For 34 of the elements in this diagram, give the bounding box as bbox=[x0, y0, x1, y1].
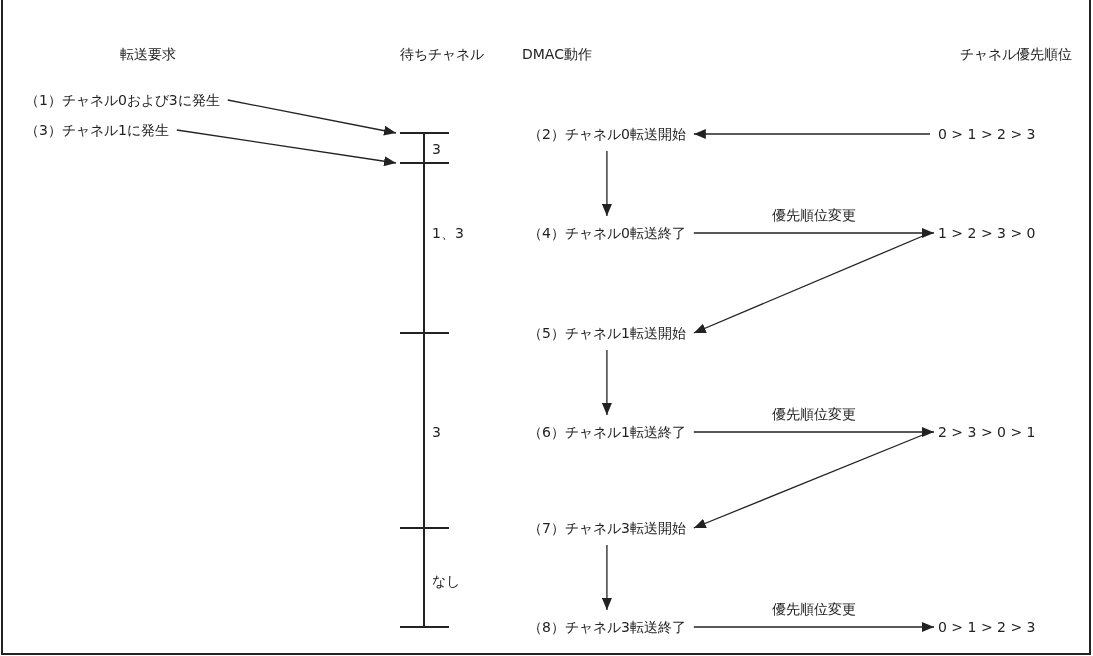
arrow bbox=[693, 622, 935, 632]
tick-mark bbox=[400, 162, 449, 164]
channel-text: なし bbox=[432, 572, 460, 590]
step-text: 0 > 1 > 2 > 3 bbox=[938, 125, 1036, 143]
channel-text: 1、3 bbox=[432, 224, 464, 242]
column-heading: DMAC動作 bbox=[522, 45, 592, 63]
step-text: 0 > 1 > 2 > 3 bbox=[938, 618, 1036, 636]
arrow bbox=[601, 150, 612, 217]
arrow bbox=[693, 129, 931, 139]
column-heading: 転送要求 bbox=[120, 45, 176, 63]
step-text: （4）チャネル0転送終了 bbox=[528, 224, 686, 242]
step-text: （8）チャネル3転送終了 bbox=[528, 618, 686, 636]
step-text: （5）チャネル1転送開始 bbox=[528, 324, 686, 342]
column-heading: チャネル優先順位 bbox=[960, 45, 1072, 63]
channel-text: 3 bbox=[432, 423, 441, 441]
edge-label: 優先順位変更 bbox=[769, 406, 858, 422]
tick-mark bbox=[400, 132, 449, 134]
step-text: （3）チャネル1に発生 bbox=[25, 121, 169, 139]
arrow bbox=[176, 129, 397, 167]
arrow bbox=[601, 544, 612, 611]
step-text: （6）チャネル1転送終了 bbox=[528, 423, 686, 441]
arrow bbox=[601, 349, 612, 416]
column-heading: 待ちチャネル bbox=[400, 45, 484, 63]
step-text: 1 > 2 > 3 > 0 bbox=[938, 224, 1036, 242]
step-text: （2）チャネル0転送開始 bbox=[528, 125, 686, 143]
arrow bbox=[693, 427, 935, 437]
channel-text: 3 bbox=[432, 140, 441, 158]
arrow bbox=[227, 99, 397, 136]
arrow bbox=[693, 228, 935, 238]
step-text: 2 > 3 > 0 > 1 bbox=[938, 423, 1036, 441]
step-text: （7）チャネル3転送開始 bbox=[528, 519, 686, 537]
edge-label: 優先順位変更 bbox=[769, 601, 858, 617]
step-text: （1）チャネル0および3に発生 bbox=[25, 91, 220, 109]
edge-label: 優先順位変更 bbox=[769, 207, 858, 223]
